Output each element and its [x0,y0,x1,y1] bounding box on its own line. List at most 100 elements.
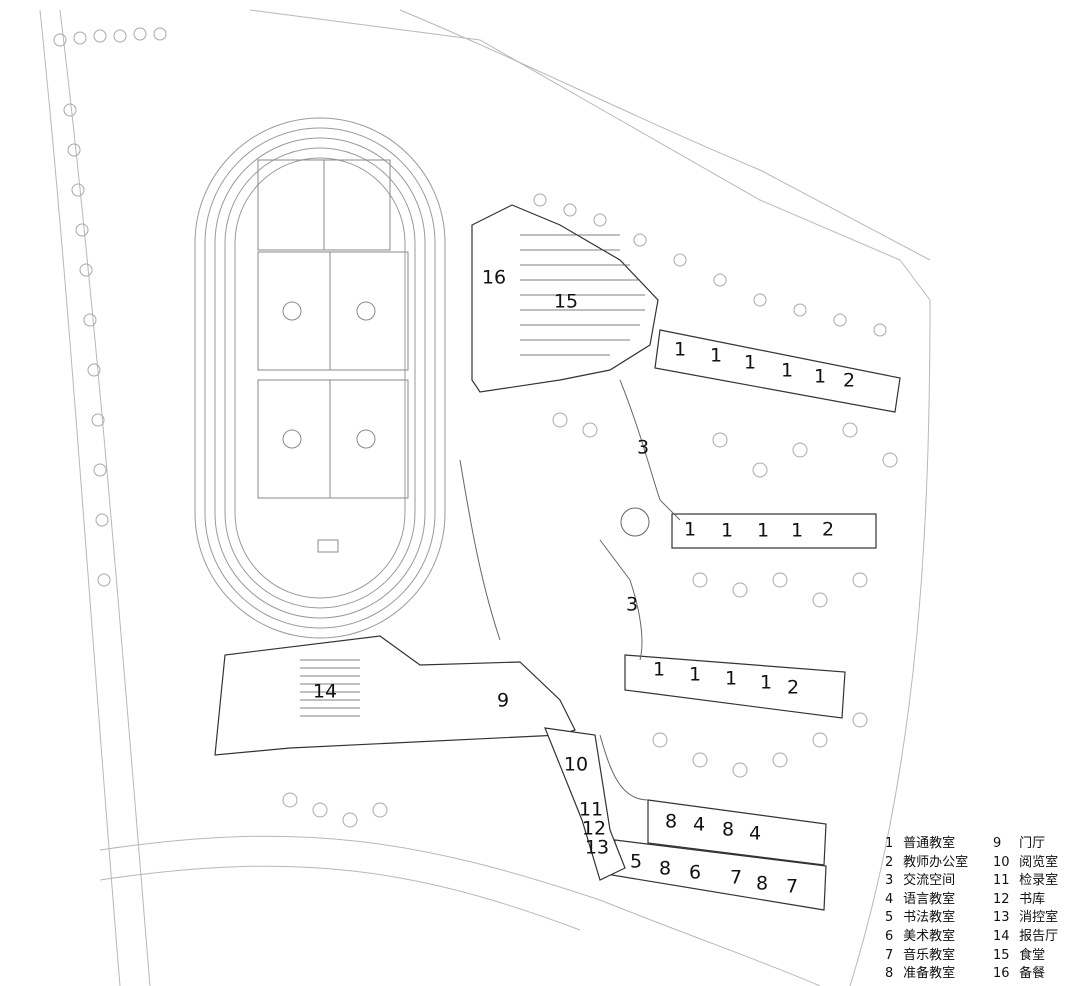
classroom-wing-2 [671,513,877,549]
legend-item: 13 消控室 [993,909,1078,928]
room-label-8: 8 [658,857,672,880]
classroom-wing-1 [654,329,901,413]
legend-number: 16 [993,966,1010,982]
legend-item: 11 检录室 [993,872,1078,891]
room-label-2: 2 [842,369,856,392]
legend-item: 15 食堂 [993,947,1078,966]
central-atrium [620,507,650,537]
room-label-1: 1 [743,351,757,374]
lecture-hall-building [214,635,576,756]
room-label-1: 1 [683,518,697,541]
legend-item: 6 美术教室 [885,928,990,947]
site-boundary-north [249,9,931,301]
legend-number: 15 [993,947,1010,963]
room-label-1: 1 [756,519,770,542]
legend-item: 4 语言教室 [885,891,990,910]
room-label-10: 10 [563,753,589,776]
legend-number: 7 [885,947,894,963]
room-label-2: 2 [821,518,835,541]
room-label-1: 1 [709,344,723,367]
tree-clusters [53,27,898,828]
circulation-paths [459,379,681,801]
room-label-4: 4 [692,813,706,836]
legend-name: 门厅 [1019,836,1046,851]
legend-item: 1 普通教室 [885,835,990,854]
room-label-1: 1 [790,519,804,542]
room-label-7: 7 [785,875,799,898]
room-label-6: 6 [688,861,702,884]
legend-name: 语言教室 [903,891,956,907]
room-label-9: 9 [496,689,510,712]
legend-number: 11 [993,873,1010,889]
room-label-1: 1 [813,365,827,388]
legend-item: 10 阅览室 [993,854,1078,873]
canteen-building [471,204,659,393]
legend-name: 消控室 [1019,910,1059,926]
arts-wing [647,799,827,866]
legend: 1 普通教室 2 教师办公室 3 交流空间 4 语言教室 5 书法教室 6 美术… [885,835,990,984]
legend-number: 8 [885,966,894,982]
classroom-wing-3 [624,654,846,719]
legend-number: 5 [885,910,894,926]
legend-item: 2 教师办公室 [885,854,990,873]
room-label-5: 5 [629,850,643,873]
room-label-1: 1 [780,359,794,382]
room-label-15: 15 [553,290,579,313]
legend-number: 1 [885,836,894,851]
legend-number: 3 [885,873,894,889]
room-label-13: 13 [584,836,610,859]
room-label-3: 3 [636,436,650,459]
room-label-7: 7 [729,866,743,889]
room-label-1: 1 [759,671,773,694]
room-label-1: 1 [724,667,738,690]
site-road-west [39,9,121,986]
legend-name: 教师办公室 [903,854,969,870]
site-road-west-2 [59,9,151,986]
legend-name: 交流空间 [903,873,956,889]
legend-name: 美术教室 [903,928,956,944]
room-label-8: 8 [664,810,678,833]
legend-item: 16 备餐 [993,965,1078,984]
legend-name: 音乐教室 [903,947,956,963]
legend-name: 书法教室 [903,910,956,926]
legend-name: 备餐 [1019,966,1046,982]
room-label-1: 1 [688,663,702,686]
legend-number: 12 [993,891,1010,907]
legend-item: 9 门厅 [993,835,1078,854]
room-label-8: 8 [721,818,735,841]
legend-number: 9 [993,836,1002,851]
legend-number: 14 [993,928,1010,944]
legend-name: 书库 [1019,891,1046,907]
site-road-south-2 [99,865,581,931]
room-label-1: 1 [720,519,734,542]
legend-name: 检录室 [1019,873,1059,889]
room-label-2: 2 [786,676,800,699]
room-label-1: 1 [652,658,666,681]
legend-number: 2 [885,854,894,870]
legend-name: 普通教室 [903,836,956,851]
site-road-south [99,835,821,986]
interior-hatching [300,234,645,717]
legend-number: 6 [885,928,894,944]
site-road-diag [399,9,931,261]
room-label-14: 14 [312,680,338,703]
legend-number: 13 [993,910,1010,926]
legend-item: 5 书法教室 [885,909,990,928]
room-label-16: 16 [481,266,507,289]
legend-number: 4 [885,891,894,907]
room-label-8: 8 [755,872,769,895]
reading-room-building [544,727,626,881]
sports-courts [257,159,409,553]
legend-number: 10 [993,854,1010,870]
room-label-11: 11 [578,798,604,821]
legend-name: 准备教室 [903,966,956,982]
legend-item: 12 书库 [993,891,1078,910]
legend-item: 7 音乐教室 [885,947,990,966]
legend-item: 14 报告厅 [993,928,1078,947]
room-label-3: 3 [625,593,639,616]
room-label-12: 12 [581,817,607,840]
legend-item: 8 准备教室 [885,965,990,984]
running-track [194,117,446,639]
legend-item: 3 交流空间 [885,872,990,891]
